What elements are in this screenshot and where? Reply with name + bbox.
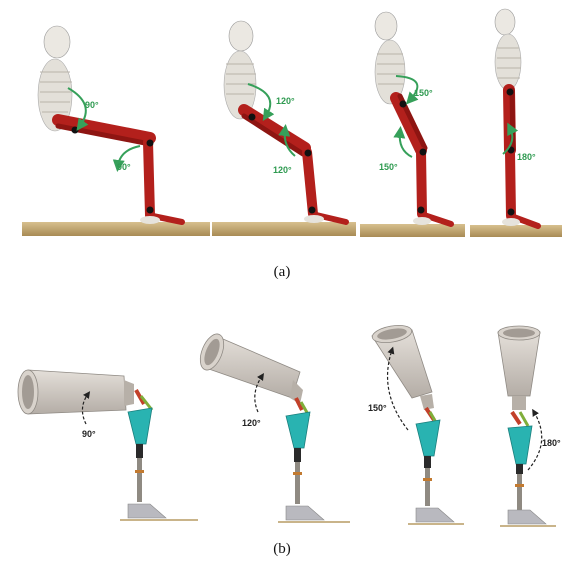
hip-angle-label: 150° [414, 88, 433, 98]
prosthesis-pose-120: 120° [196, 331, 350, 522]
hip-angle-label: 90° [85, 100, 99, 110]
prosthesis-pose-180: 180° [498, 326, 561, 526]
knee-angle-label: 150° [379, 162, 398, 172]
prosthesis-pose-90: 90° [18, 370, 198, 520]
floor-platform [212, 222, 356, 236]
knee-angle-label: 120° [273, 165, 292, 175]
knee-angle-label: 120° [242, 418, 261, 428]
skeleton-model-pose-90: 90° 90° [38, 26, 182, 224]
knee-angle-label: 180° [517, 152, 536, 162]
hip-angle-label: 120° [276, 96, 295, 106]
panel-b: 90° 120° [18, 323, 561, 557]
knee-angle-label: 150° [368, 403, 387, 413]
caption-a: (a) [274, 264, 291, 280]
knee-angle-label: 90° [82, 429, 96, 439]
panel-a: 90° 90° 120° 120° [22, 9, 562, 280]
knee-angle-label: 180° [542, 438, 561, 448]
prosthesis-pose-150: 150° [368, 323, 464, 524]
knee-angle-label: 90° [117, 162, 131, 172]
skeleton-model-pose-120: 120° 120° [224, 21, 346, 223]
caption-b: (b) [273, 541, 291, 557]
floor-platform [470, 225, 562, 237]
skeleton-model-pose-180: 180° [495, 9, 538, 226]
skeleton-model-pose-150: 150° 150° [375, 12, 451, 225]
